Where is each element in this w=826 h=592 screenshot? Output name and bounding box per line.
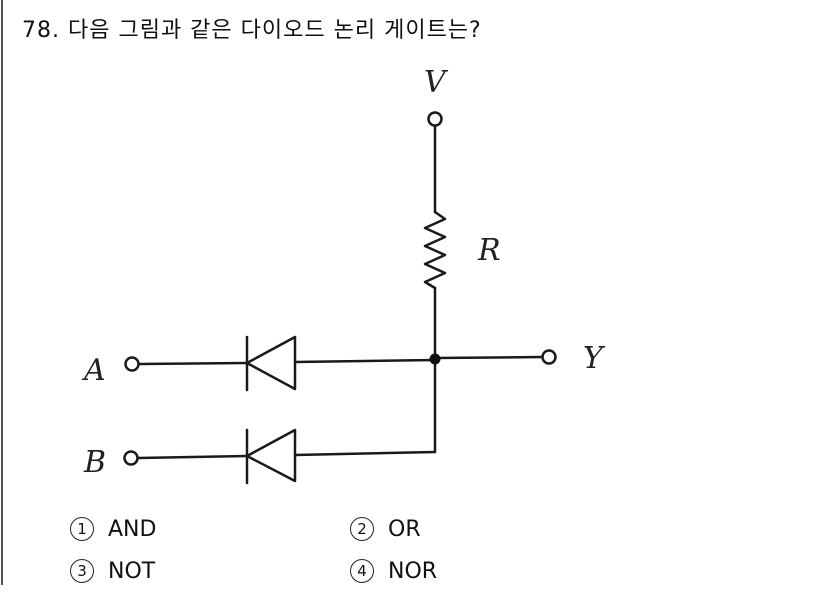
choice-marker-1: 1 bbox=[70, 517, 94, 541]
wire-diode-b-node bbox=[293, 450, 437, 457]
question-number: 78. bbox=[22, 18, 60, 43]
choice-label-4: NOR bbox=[388, 558, 438, 584]
wire-node-output bbox=[433, 355, 545, 360]
diode-a-icon bbox=[245, 335, 297, 392]
resistor-icon bbox=[423, 210, 447, 290]
page-border bbox=[1, 0, 3, 585]
label-y: Y bbox=[583, 341, 606, 376]
choice-2[interactable]: 2 OR bbox=[350, 517, 630, 542]
question-text: 다음 그림과 같은 다이오드 논리 게이트는? bbox=[68, 18, 482, 43]
choice-marker-3: 3 bbox=[70, 559, 94, 583]
supply-terminal bbox=[427, 111, 443, 127]
junction-dot bbox=[429, 353, 441, 365]
choice-1[interactable]: 1 AND bbox=[70, 517, 350, 542]
input-b-terminal bbox=[123, 450, 139, 466]
label-a: A bbox=[81, 353, 106, 388]
output-terminal bbox=[541, 349, 557, 365]
choice-label-1: AND bbox=[108, 516, 157, 542]
choice-label-3: NOT bbox=[108, 558, 156, 584]
answer-choices: 1 AND 2 OR 3 NOT 4 NOR bbox=[70, 508, 630, 592]
diode-b-icon bbox=[245, 428, 297, 485]
choice-label-2: OR bbox=[388, 516, 421, 542]
choice-4[interactable]: 4 NOR bbox=[350, 559, 630, 584]
choice-3[interactable]: 3 NOT bbox=[70, 559, 350, 584]
wire-b-diode bbox=[136, 454, 249, 460]
choice-marker-2: 2 bbox=[350, 517, 374, 541]
choice-marker-4: 4 bbox=[350, 559, 374, 583]
choice-row-2: 3 NOT 4 NOR bbox=[70, 550, 630, 592]
choice-row-1: 1 AND 2 OR bbox=[70, 508, 630, 550]
wire-a-diode bbox=[137, 361, 249, 366]
wire-diode-a-node bbox=[293, 358, 437, 364]
input-a-terminal bbox=[124, 356, 140, 372]
question-title: 78. 다음 그림과 같은 다이오드 논리 게이트는? bbox=[22, 12, 482, 44]
label-r: R bbox=[477, 233, 501, 268]
label-v: V bbox=[424, 65, 449, 100]
label-b: B bbox=[83, 445, 106, 480]
